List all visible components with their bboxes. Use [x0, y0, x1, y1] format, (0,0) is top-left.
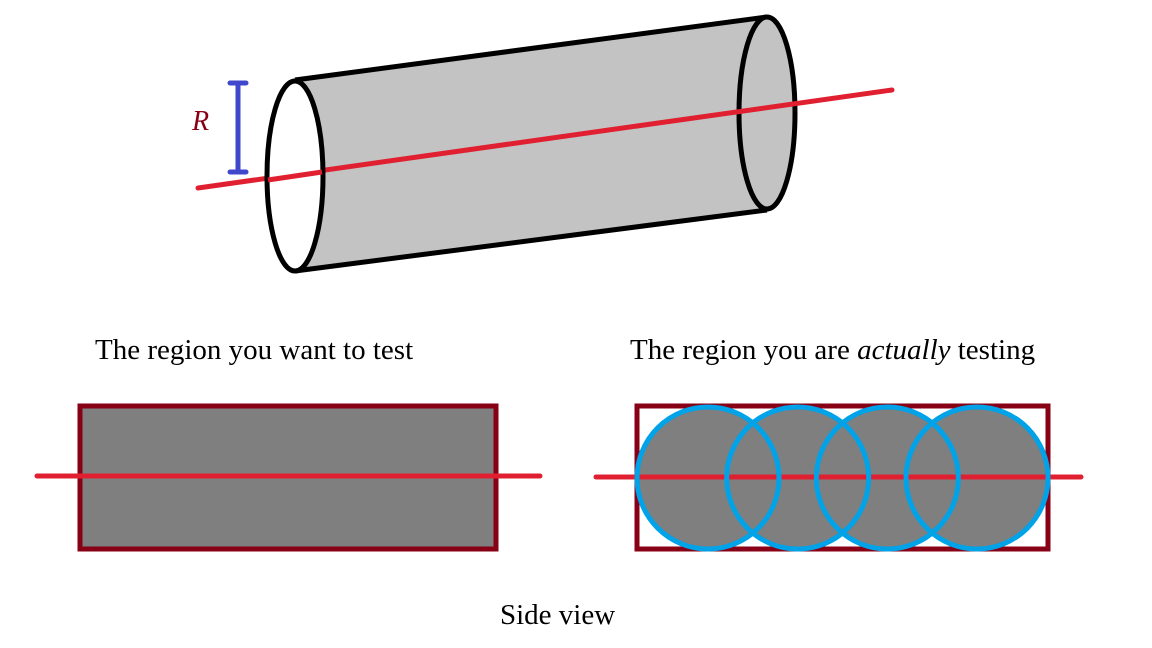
right-title-before: The region you are: [630, 334, 858, 366]
right-panel-title: The region you are actually testing: [630, 334, 1035, 367]
cylinder-axis-segment: [267, 169, 323, 183]
cylinder-right-cap: [736, 14, 798, 212]
test-sphere-outline: [813, 404, 961, 552]
right-title-after: testing: [950, 334, 1036, 366]
left-panel-title: The region you want to test: [95, 334, 413, 367]
left-title-text: The region you want to test: [95, 334, 414, 366]
test-sphere-outline: [634, 404, 782, 552]
side-view-text: Side view: [500, 599, 616, 631]
cylinder-body: [295, 17, 767, 271]
test-sphere-outline: [724, 404, 872, 552]
side-view-caption: Side view: [500, 599, 615, 632]
right-title-emphasis: actually: [857, 334, 951, 366]
cylinder-bottom-edge: [294, 207, 768, 274]
radius-marker: [227, 80, 249, 175]
cylinder-top-edge: [294, 14, 768, 83]
test-sphere-outline: [903, 404, 1051, 552]
radius-label: R: [192, 106, 210, 137]
